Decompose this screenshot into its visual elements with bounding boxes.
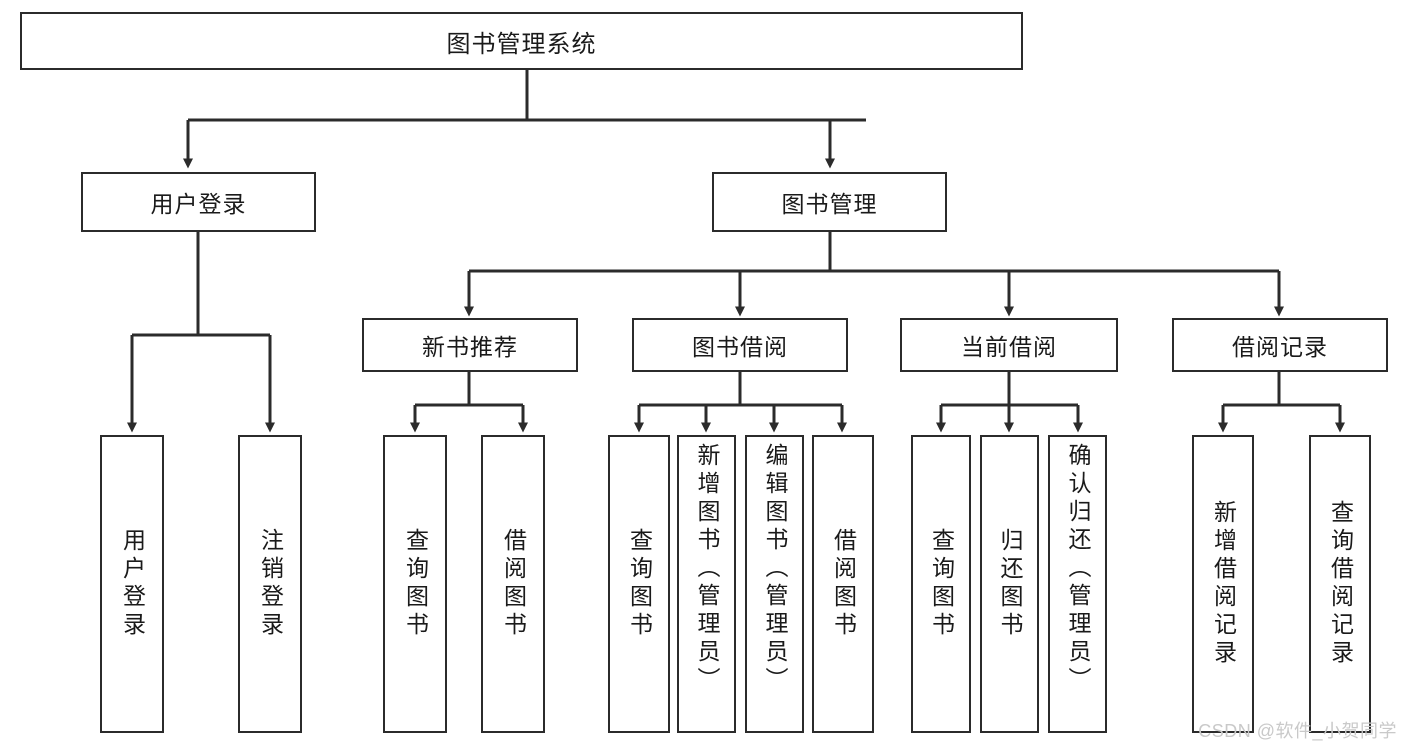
node-borrow-record-label: 借阅记录 [1232, 334, 1328, 360]
watermark: CSDN @软件_小贺同学 [1198, 721, 1397, 741]
leaf-label: 查询图书 [928, 528, 955, 640]
leaf-label: 新增图书（管理员） [694, 443, 720, 695]
leaf-new-book-borrow[interactable]: 借阅图书 [481, 435, 545, 733]
node-book-borrow[interactable]: 图书借阅 [632, 318, 848, 372]
node-root-label: 图书管理系统 [446, 30, 597, 58]
leaf-new-book-query[interactable]: 查询图书 [383, 435, 447, 733]
leaf-user-login-signin[interactable]: 用户登录 [100, 435, 164, 733]
node-root[interactable]: 图书管理系统 [20, 12, 1023, 70]
leaf-record-query[interactable]: 查询借阅记录 [1309, 435, 1371, 733]
leaf-label: 借阅图书 [500, 528, 527, 640]
leaf-current-confirm-return-admin[interactable]: 确认归还（管理员） [1048, 435, 1107, 733]
node-new-book-recommend[interactable]: 新书推荐 [362, 318, 578, 372]
leaf-user-login-signout[interactable]: 注销登录 [238, 435, 302, 733]
leaf-borrow-borrow-book[interactable]: 借阅图书 [812, 435, 874, 733]
node-book-borrow-label: 图书借阅 [692, 334, 788, 360]
node-book-management-label: 图书管理 [781, 191, 878, 217]
node-user-login[interactable]: 用户登录 [81, 172, 316, 232]
leaf-label: 归还图书 [997, 528, 1023, 640]
leaf-record-add[interactable]: 新增借阅记录 [1192, 435, 1254, 733]
leaf-label: 注销登录 [257, 528, 284, 640]
leaf-label: 编辑图书（管理员） [762, 443, 788, 695]
leaf-label: 新增借阅记录 [1210, 500, 1237, 668]
node-current-borrow-label: 当前借阅 [961, 334, 1057, 360]
leaf-current-return-book[interactable]: 归还图书 [980, 435, 1039, 733]
leaf-current-query-book[interactable]: 查询图书 [911, 435, 971, 733]
node-new-book-recommend-label: 新书推荐 [422, 334, 518, 360]
leaf-label: 查询图书 [626, 528, 653, 640]
leaf-borrow-query-book[interactable]: 查询图书 [608, 435, 670, 733]
node-borrow-record[interactable]: 借阅记录 [1172, 318, 1388, 372]
node-book-management[interactable]: 图书管理 [712, 172, 947, 232]
leaf-borrow-edit-book-admin[interactable]: 编辑图书（管理员） [745, 435, 804, 733]
leaf-label: 查询借阅记录 [1327, 500, 1354, 668]
leaf-borrow-add-book-admin[interactable]: 新增图书（管理员） [677, 435, 736, 733]
leaf-label: 借阅图书 [830, 528, 857, 640]
leaf-label: 确认归还（管理员） [1065, 443, 1091, 695]
node-current-borrow[interactable]: 当前借阅 [900, 318, 1118, 372]
leaf-label: 查询图书 [402, 528, 429, 640]
node-user-login-label: 用户登录 [150, 191, 247, 217]
leaf-label: 用户登录 [119, 528, 146, 640]
